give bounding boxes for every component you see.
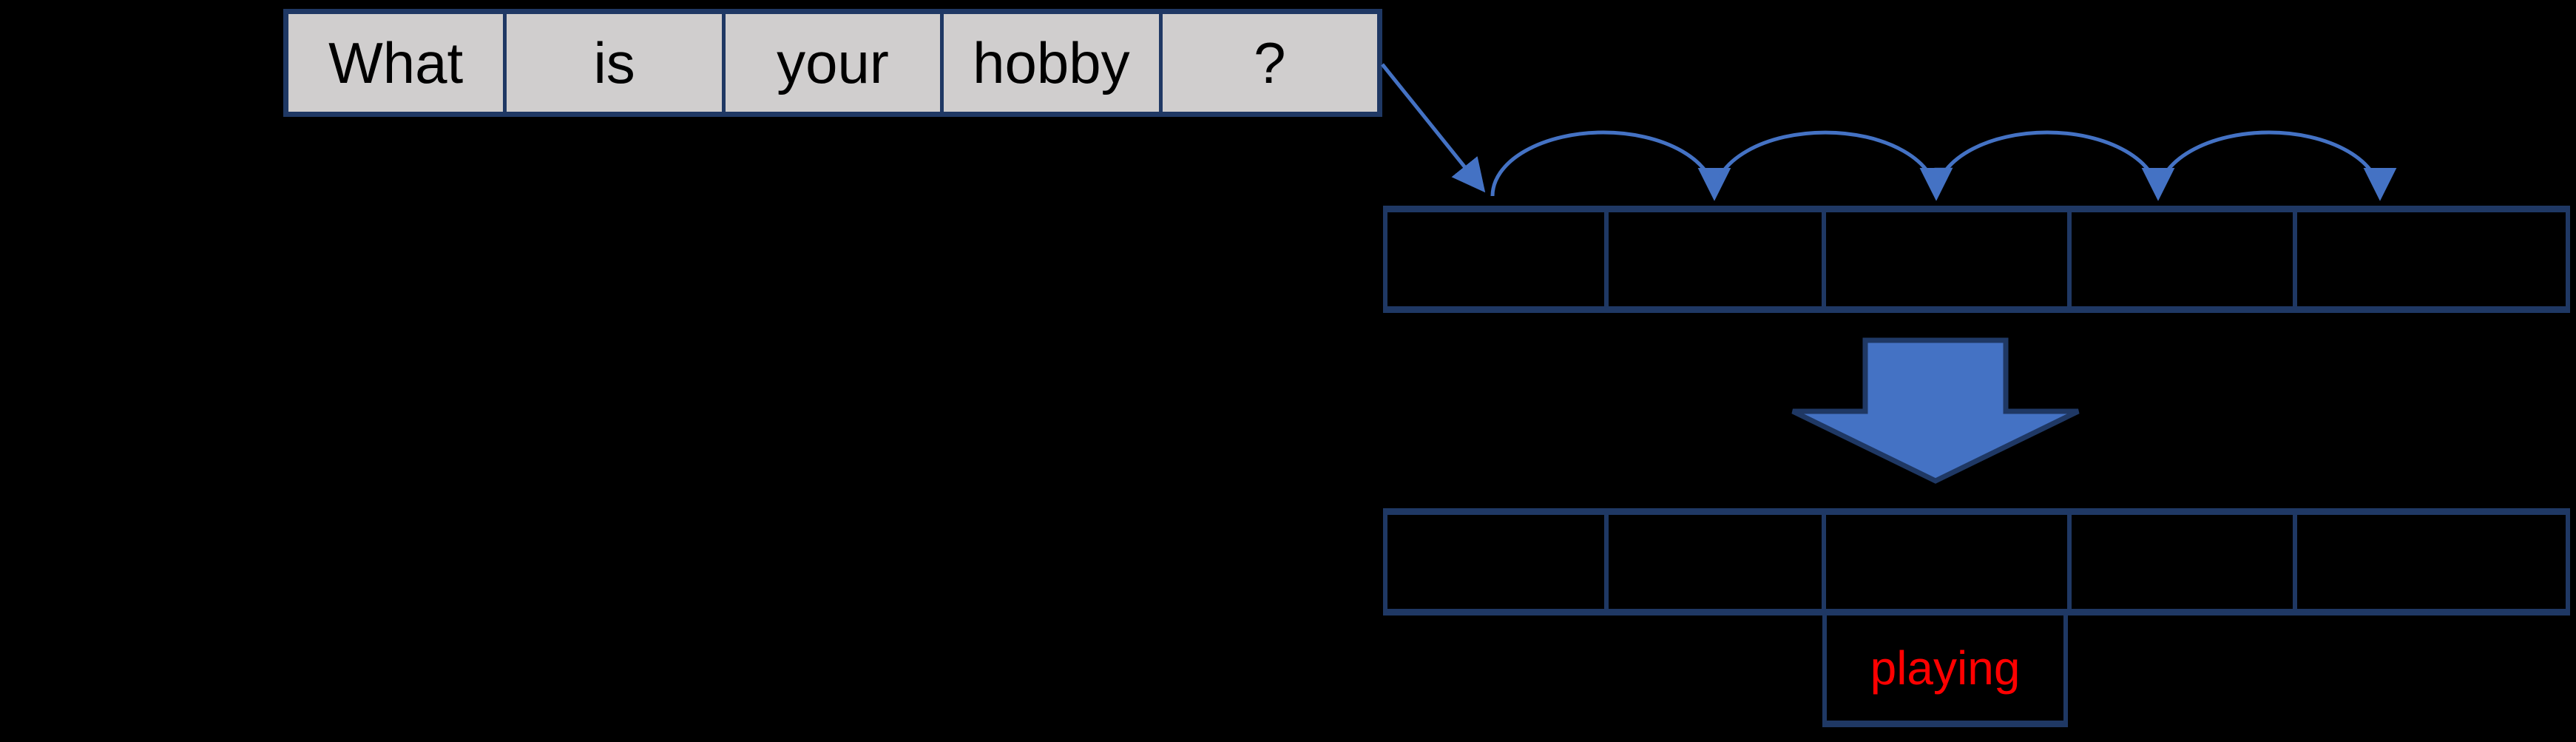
output-cell bbox=[2067, 515, 2293, 609]
arc-arrow-icon bbox=[1934, 130, 2175, 201]
word-cell-what: What bbox=[288, 14, 503, 112]
word-cell-is: is bbox=[503, 14, 721, 112]
prediction-box: playing bbox=[1822, 615, 2068, 727]
arc-arrow-icon bbox=[2156, 130, 2397, 201]
diagonal-arrow-icon bbox=[1381, 63, 1486, 193]
arc-arrow-icon bbox=[1712, 130, 1953, 201]
arc-arrow-icon bbox=[1490, 130, 1731, 201]
output-cell bbox=[1822, 515, 2067, 609]
output-cell bbox=[2293, 515, 2564, 609]
embedding-cell bbox=[1604, 212, 1822, 306]
word-label: ? bbox=[1254, 30, 1286, 95]
word-cell-hobby: hobby bbox=[940, 14, 1158, 112]
embedding-cell bbox=[1822, 212, 2067, 306]
embedding-cell bbox=[2067, 212, 2293, 306]
word-label: What bbox=[328, 30, 464, 95]
input-sentence-row: What is your hobby ? bbox=[283, 9, 1382, 117]
embedding-cell bbox=[2293, 212, 2564, 306]
word-cell-question-mark: ? bbox=[1158, 14, 1377, 112]
embedding-row bbox=[1383, 206, 2570, 313]
embedding-cell bbox=[1387, 212, 1604, 306]
big-down-arrow-icon bbox=[1791, 337, 2080, 484]
output-cell bbox=[1604, 515, 1822, 609]
word-label: is bbox=[593, 30, 635, 95]
output-cell bbox=[1387, 515, 1604, 609]
prediction-label: playing bbox=[1870, 641, 2021, 695]
word-label: your bbox=[777, 30, 889, 95]
output-row bbox=[1383, 508, 2570, 615]
word-cell-your: your bbox=[721, 14, 940, 112]
word-label: hobby bbox=[973, 30, 1130, 95]
